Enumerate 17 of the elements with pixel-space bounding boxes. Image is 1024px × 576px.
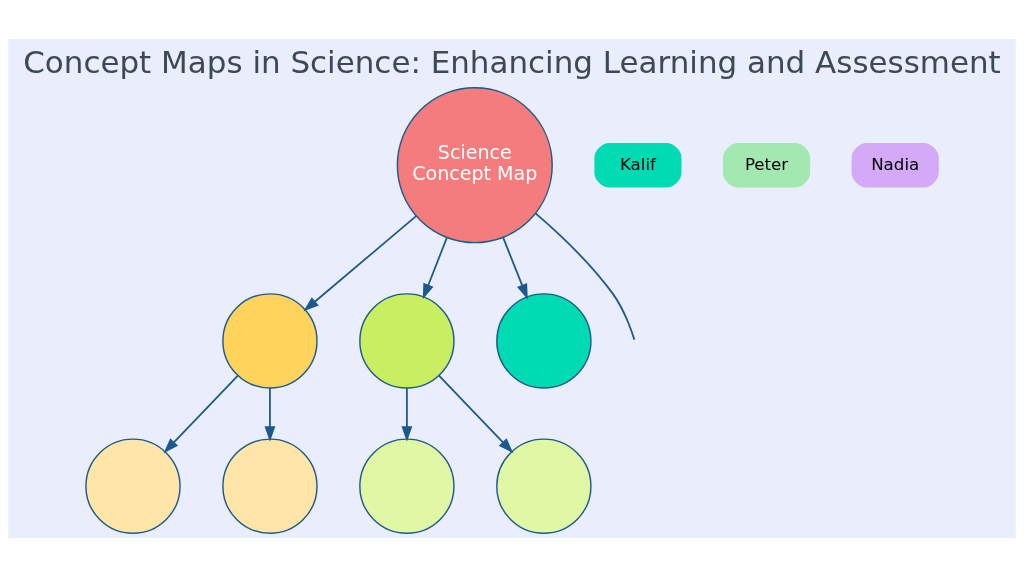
diagram-title: Concept Maps in Science: Enhancing Learning and Assessment xyxy=(23,43,1001,80)
arrow xyxy=(422,236,448,299)
node-box: Peter xyxy=(722,142,811,187)
node-circle: Science Concept Map xyxy=(396,86,553,243)
node-circle xyxy=(496,292,592,389)
arrow xyxy=(303,214,417,311)
arrow xyxy=(438,374,514,453)
node-circle xyxy=(222,437,318,534)
arrow xyxy=(264,386,276,442)
node-box: Kalif xyxy=(594,142,682,187)
node-box: Nadia xyxy=(851,142,939,187)
arrow xyxy=(163,374,239,453)
arrow xyxy=(502,236,528,299)
connector xyxy=(534,212,636,341)
node-circle xyxy=(359,437,455,534)
node-circle xyxy=(359,292,455,389)
arrow xyxy=(401,386,413,442)
